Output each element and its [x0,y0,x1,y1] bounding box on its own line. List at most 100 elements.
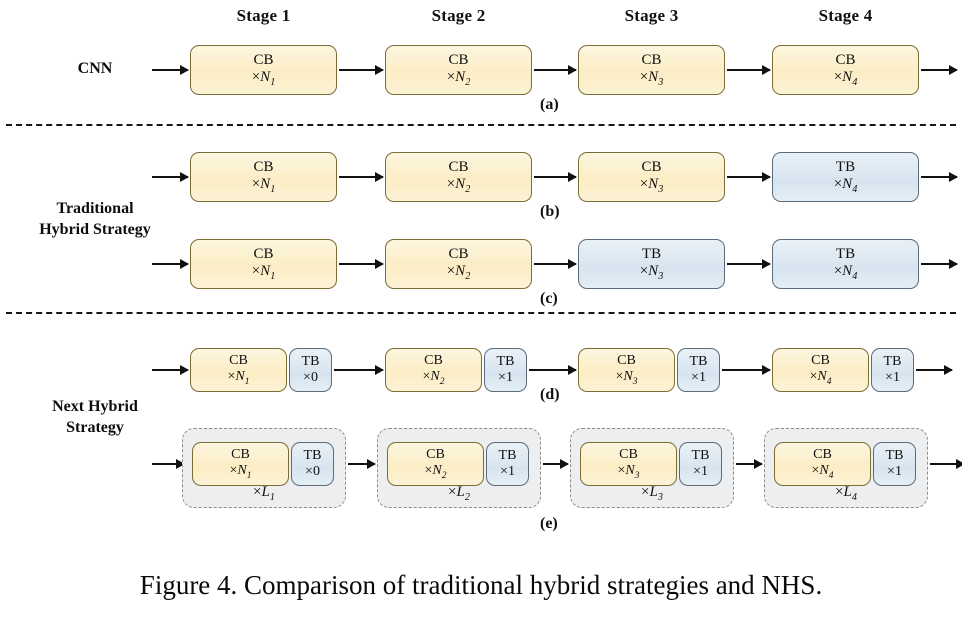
panel-tag-d: (d) [540,386,560,403]
block-d-stage-4-tb-type-label: TB [883,354,902,370]
panel-tag-e: (e) [540,515,558,532]
block-e-stage-3-cb-type-label: CB [619,446,638,462]
panel-tag-b: (b) [540,203,560,220]
block-a-stage-3: CB×N3 [578,45,725,95]
group-multiplier-label-e-stage-1: ×L1 [253,484,275,503]
block-a-stage-1: CB×N1 [190,45,337,95]
row-label-line-1: Traditional [56,200,134,217]
block-c-stage-4-type-label: TB [835,245,856,262]
block-b-stage-3: CB×N3 [578,152,725,202]
block-e-stage-2-cb: CB×N2 [387,442,484,486]
block-e-stage-1-tb-multiplier-label: ×0 [305,464,320,479]
block-e-stage-2-tb: TB×1 [486,442,529,486]
arrow-c-4 [921,259,958,269]
block-e-stage-4-tb-multiplier-label: ×1 [887,464,902,479]
block-b-stage-2-type-label: CB [448,158,469,175]
input-arrow-e [152,459,185,469]
block-a-stage-3-multiplier-label: ×N3 [639,68,664,88]
stage-header-4: Stage 4 [818,6,873,25]
stage-header-2: Stage 2 [431,6,486,25]
block-e-stage-4-tb: TB×1 [873,442,916,486]
block-a-stage-2-multiplier-label: ×N2 [446,68,471,88]
arrow-d-4 [916,365,953,375]
block-e-stage-1-tb-type-label: TB [303,448,322,464]
block-b-stage-3-type-label: CB [641,158,662,175]
block-c-stage-2-multiplier-label: ×N2 [446,262,471,282]
arrow-a-4 [921,65,958,75]
block-d-stage-1-cb-type-label: CB [229,352,248,368]
arrow-e-2 [543,459,569,469]
block-e-stage-4-tb-type-label: TB [885,448,904,464]
arrow-c-3 [727,259,771,269]
arrow-b-1 [339,172,384,182]
row-label-line-2: Hybrid Strategy [39,221,151,238]
block-b-stage-4-type-label: TB [835,158,856,175]
row-label-line-2: Strategy [66,419,124,436]
block-d-stage-2-tb-type-label: TB [496,354,515,370]
block-e-stage-2-cb-type-label: CB [426,446,445,462]
block-c-stage-1-multiplier-label: ×N1 [251,262,276,282]
block-c-stage-3-type-label: TB [641,245,662,262]
block-e-stage-2-tb-multiplier-label: ×1 [500,464,515,479]
arrow-c-2 [534,259,577,269]
block-d-stage-1-tb-type-label: TB [301,354,320,370]
block-d-stage-3-tb-type-label: TB [689,354,708,370]
block-c-stage-1-type-label: CB [253,245,274,262]
block-b-stage-1-type-label: CB [253,158,274,175]
block-c-stage-2-type-label: CB [448,245,469,262]
stage-header-1: Stage 1 [236,6,291,25]
block-b-stage-2-multiplier-label: ×N2 [446,175,471,195]
arrow-e-4 [930,459,962,469]
panel-tag-a: (a) [540,96,559,113]
block-e-stage-3-cb-multiplier-label: ×N3 [617,462,640,481]
block-d-stage-3-cb-type-label: CB [617,352,636,368]
arrow-a-3 [727,65,771,75]
block-d-stage-4-tb: TB×1 [871,348,914,392]
input-arrow-b [152,172,189,182]
block-e-stage-1-cb: CB×N1 [192,442,289,486]
block-b-stage-1: CB×N1 [190,152,337,202]
arrow-a-1 [339,65,384,75]
block-d-stage-2-cb-multiplier-label: ×N2 [422,368,445,387]
block-b-stage-1-multiplier-label: ×N1 [251,175,276,195]
stage-header-3: Stage 3 [624,6,679,25]
arrow-c-1 [339,259,384,269]
block-d-stage-1-tb-multiplier-label: ×0 [303,370,318,385]
block-e-stage-3-cb: CB×N3 [580,442,677,486]
block-a-stage-4: CB×N4 [772,45,919,95]
row-label-line-1: CNN [77,60,113,77]
block-d-stage-1-cb: CB×N1 [190,348,287,392]
block-e-stage-3-tb: TB×1 [679,442,722,486]
input-arrow-c [152,259,189,269]
block-c-stage-3: TB×N3 [578,239,725,289]
panel-tag-c: (c) [540,290,558,307]
row-label-cnn: CNN [5,58,185,79]
input-arrow-d [152,365,189,375]
block-b-stage-3-multiplier-label: ×N3 [639,175,664,195]
block-c-stage-2: CB×N2 [385,239,532,289]
arrow-e-3 [736,459,763,469]
block-b-stage-4: TB×N4 [772,152,919,202]
block-a-stage-4-type-label: CB [835,51,856,68]
block-a-stage-1-multiplier-label: ×N1 [251,68,276,88]
block-d-stage-2-tb-multiplier-label: ×1 [498,370,513,385]
arrow-b-4 [921,172,958,182]
block-e-stage-1-cb-type-label: CB [231,446,250,462]
arrow-d-3 [722,365,771,375]
arrow-e-1 [348,459,376,469]
block-a-stage-2: CB×N2 [385,45,532,95]
block-e-stage-1-tb: TB×0 [291,442,334,486]
block-d-stage-3-cb: CB×N3 [578,348,675,392]
group-multiplier-label-e-stage-2: ×L2 [448,484,470,503]
block-d-stage-1-cb-multiplier-label: ×N1 [227,368,250,387]
block-a-stage-3-type-label: CB [641,51,662,68]
block-e-stage-4-cb: CB×N4 [774,442,871,486]
block-d-stage-2-cb-type-label: CB [424,352,443,368]
block-c-stage-1: CB×N1 [190,239,337,289]
section-divider-2 [6,312,956,314]
block-e-stage-4-cb-multiplier-label: ×N4 [811,462,834,481]
arrow-d-2 [529,365,577,375]
